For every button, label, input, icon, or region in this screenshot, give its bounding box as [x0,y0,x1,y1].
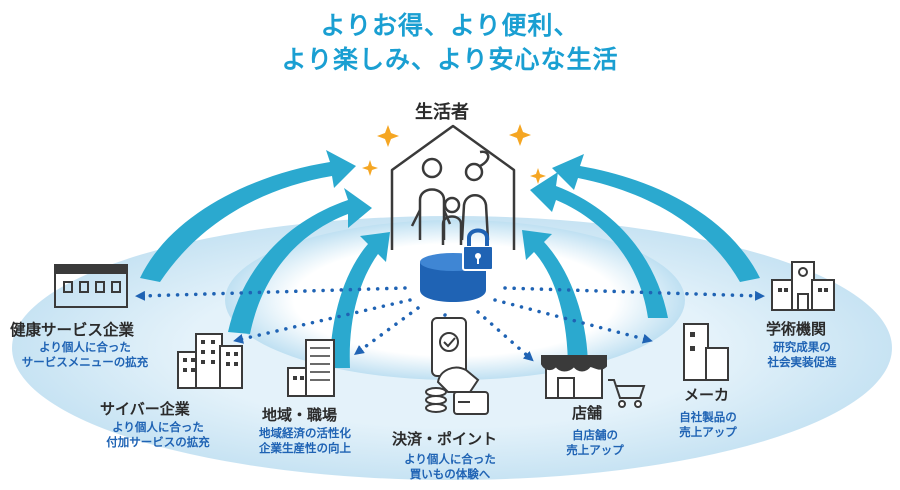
health-desc-1: より個人に合った [39,340,131,354]
academia-name: 学術機関 [766,320,827,338]
payment-icon [425,317,489,415]
health-building-icon [54,264,128,308]
arrows-to-consumer [140,150,760,368]
arrow-academia [552,154,760,282]
consumer-label: 生活者 [415,102,469,123]
link-store [476,310,534,362]
arrow-cyber [228,188,372,334]
data-lock-icon [420,228,494,302]
cyber-desc-1: より個人に合った [112,420,204,434]
region-desc-1: 地域経済の活性化 [259,426,351,440]
payment-desc-2: 買いもの体験へ [409,467,491,481]
cyber-buildings-icon [177,333,243,389]
health-name: 健康サービス企業 [10,321,135,339]
sparkle-icons [362,124,546,184]
arrow-health [140,150,356,282]
academia-desc-2: 社会実装促進 [767,355,837,369]
store-desc-1: 自店舗の [572,428,618,442]
maker-building-icon [683,323,729,381]
link-maker [493,298,653,344]
arrow-maker [530,172,668,318]
maker-name: メーカ [684,386,730,404]
cyber-desc-2: 付加サービスの拡充 [106,435,210,449]
store-icon [541,355,646,408]
arrow-region [330,232,390,368]
title-line-2: より楽しみ、より安心な生活 [281,45,619,74]
link-cyber [233,298,412,344]
health-desc-2: サービスメニューの拡充 [21,355,149,369]
academia-desc-1: 研究成果の [773,340,831,354]
academia-building-icon [771,261,835,311]
link-region [353,306,420,355]
title-line-1: よりお得、より便利、 [320,11,580,40]
arrow-store [522,230,588,368]
payment-name: 決済・ポイント [392,430,498,448]
store-name: 店舗 [572,404,603,422]
payment-desc-1: より個人に合った [404,452,496,466]
cyber-name: サイバー企業 [100,400,190,418]
maker-desc-1: 自社製品の [679,410,737,424]
consumer-house-icon [390,124,516,250]
region-buildings-icon [287,339,335,397]
region-name: 地域・職場 [262,406,338,424]
link-academia [503,286,765,301]
link-health [135,286,407,301]
region-desc-2: 企業生産性の向上 [259,441,351,455]
maker-desc-2: 売上アップ [679,425,737,439]
store-desc-2: 売上アップ [566,443,624,457]
